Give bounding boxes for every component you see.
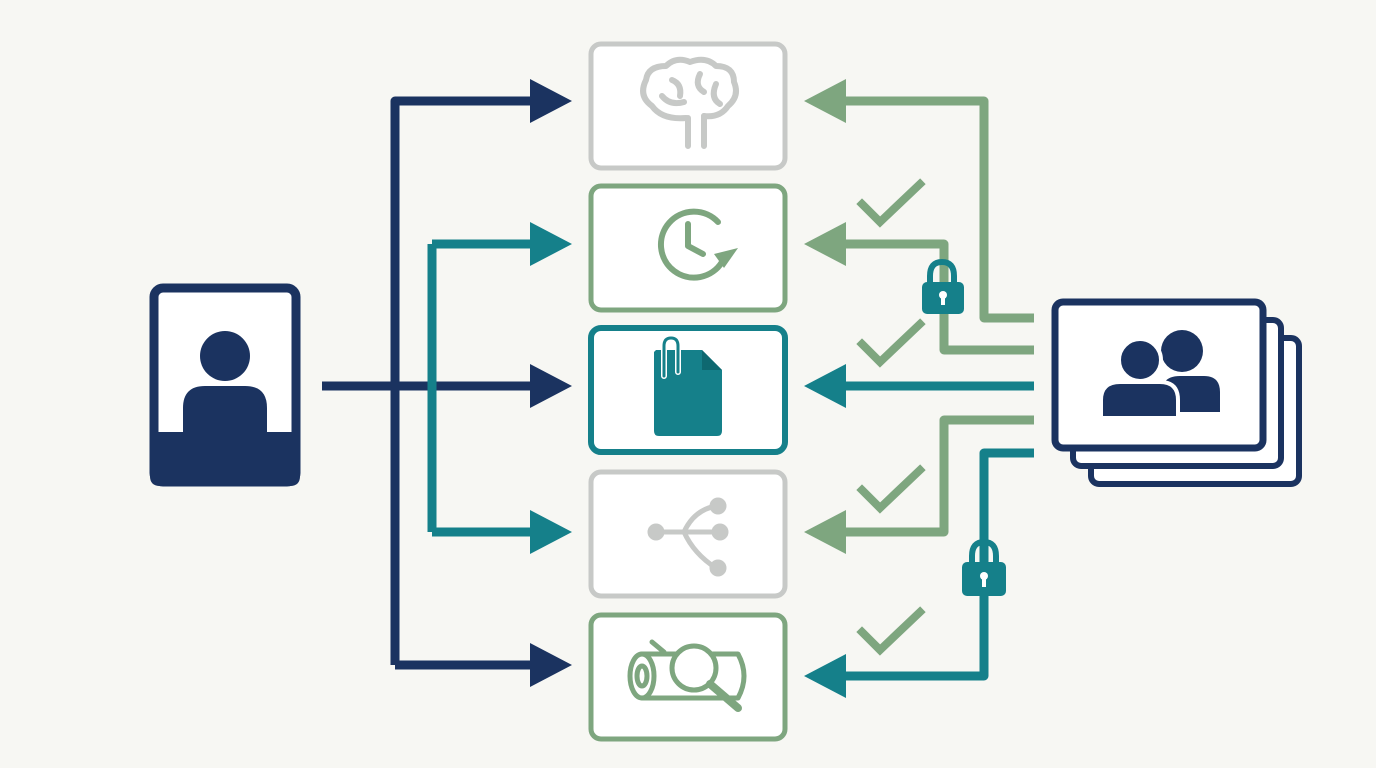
log-search-icon	[627, 639, 747, 712]
stack-card-front	[1051, 298, 1267, 452]
check-icon	[856, 464, 926, 514]
user-group-icon	[1099, 330, 1220, 420]
module-memory	[588, 41, 788, 171]
document-clip-icon	[654, 334, 722, 436]
module-documents	[588, 325, 788, 455]
user-profile-card	[149, 283, 301, 487]
user-profile-icon	[183, 331, 267, 432]
teal-arrowheads	[530, 222, 572, 554]
brain-icon	[640, 56, 739, 149]
connector-group-to-sharing	[838, 415, 1034, 537]
navy-arrowheads	[530, 79, 572, 687]
arrowhead-right-logs	[804, 654, 846, 698]
arrowhead-memory	[530, 79, 572, 123]
check-icon	[856, 318, 926, 368]
sage-connectors	[838, 96, 1034, 537]
arrowhead-right-documents	[804, 364, 846, 408]
module-sharing	[588, 469, 788, 599]
arrowhead-right-memory	[804, 79, 846, 123]
arrowhead-logs	[530, 643, 572, 687]
arrowhead-right-history	[804, 222, 846, 266]
check-marks	[856, 178, 926, 656]
module-history	[588, 183, 788, 313]
arrowhead-documents	[530, 364, 572, 408]
sage-arrowheads	[804, 79, 846, 554]
connector-history-sharing	[427, 239, 540, 537]
check-icon	[856, 606, 926, 656]
lock-icon	[922, 258, 964, 314]
connector-group-to-memory	[838, 96, 1034, 323]
arrowhead-history	[530, 222, 572, 266]
check-icon	[856, 178, 926, 228]
teal-right-arrowheads	[804, 364, 846, 698]
branch-share-icon	[647, 497, 729, 577]
lock-icon	[962, 538, 1006, 596]
arrowhead-right-sharing	[804, 510, 846, 554]
teal-connectors	[427, 239, 540, 537]
arrowhead-sharing	[530, 510, 572, 554]
user-card-base	[150, 432, 300, 486]
module-logs	[588, 612, 788, 742]
connector-user-to-memory	[390, 96, 540, 665]
clock-history-icon	[657, 208, 738, 281]
user-group-card-stack	[1051, 298, 1302, 487]
